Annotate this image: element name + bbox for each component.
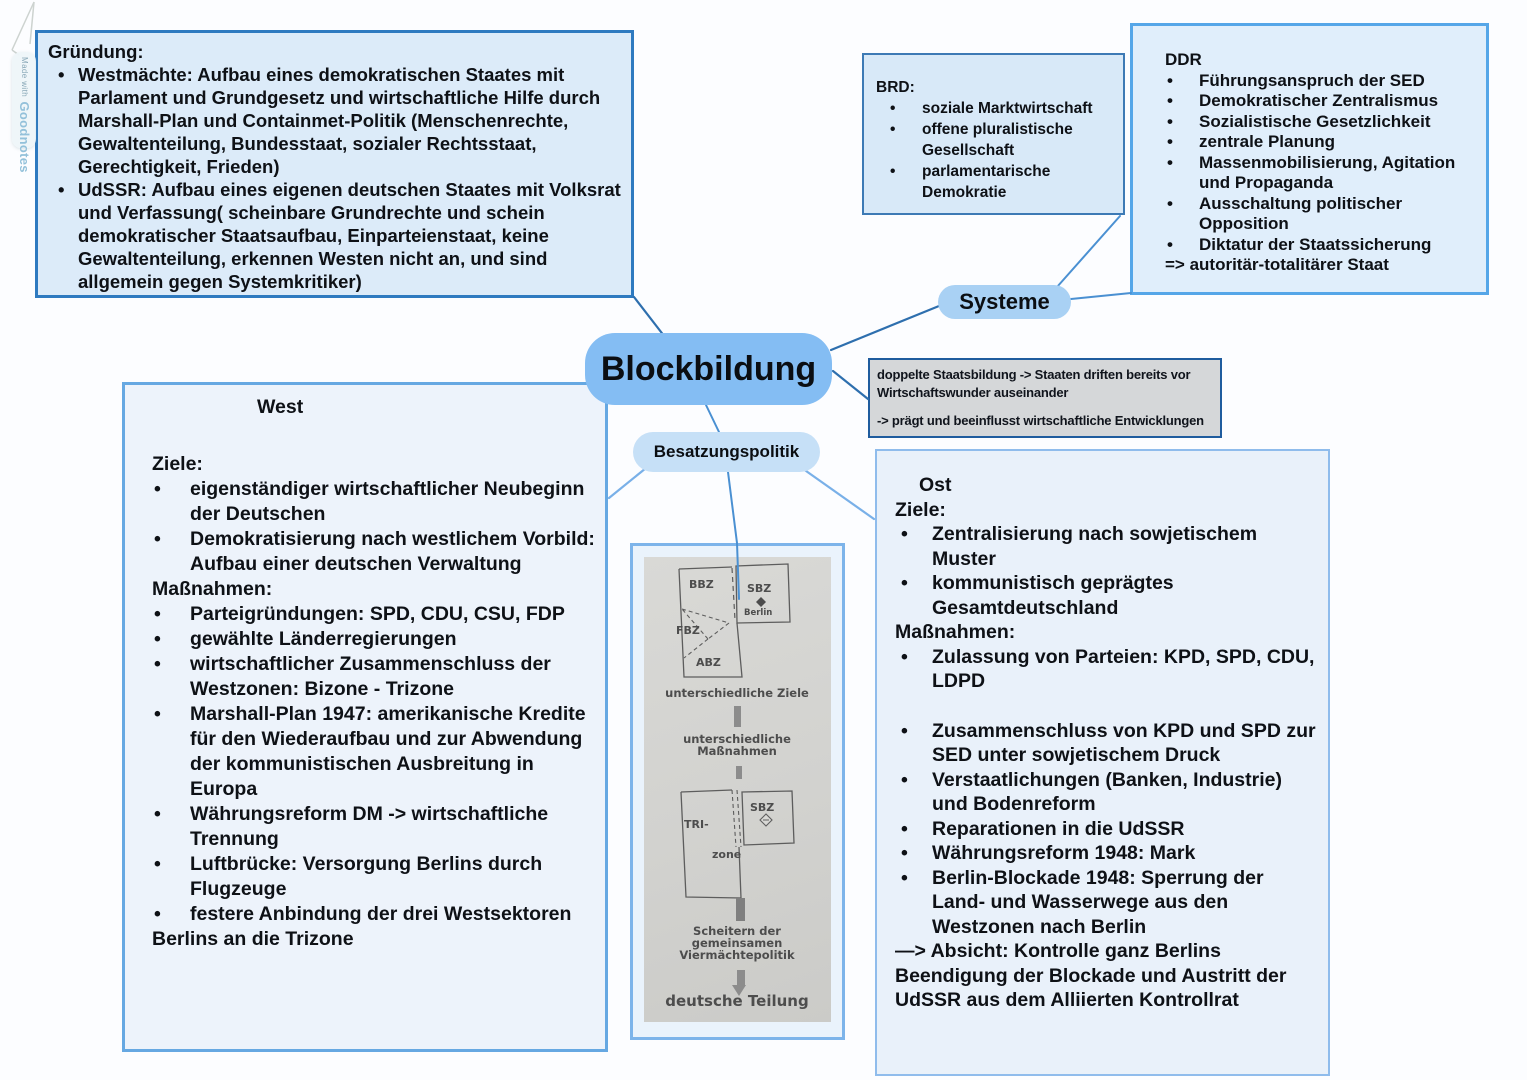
bullet-item: gewählte Länderregierungen <box>152 627 595 652</box>
bullet-item: Massenmobilisierung, Agitation und Propa… <box>1165 153 1480 194</box>
doppelte-staatsbildung-box: doppelte Staatsbildung -> Staaten drifte… <box>868 358 1222 438</box>
ost-footer-absicht: —> Absicht: Kontrolle ganz Berlins <box>895 940 1221 962</box>
bullet-item: Verstaatlichungen (Banken, Industrie) un… <box>895 768 1318 817</box>
zone-label-tri: TRI- <box>684 818 709 831</box>
west-massnahmen-label: Maßnahmen: <box>152 578 273 600</box>
caption-unterschiedliche-ziele: unterschiedliche Ziele <box>665 686 809 700</box>
berlin-diamond-icon <box>756 597 766 607</box>
node-systeme: Systeme <box>938 285 1071 319</box>
bullet-item: wirtschaftlicher Zusammenschluss der Wes… <box>152 652 595 702</box>
west-massnahmen-list: Parteigründungen: SPD, CDU, CSU, FDP gew… <box>152 602 595 927</box>
caption-unterschiedliche-massnahmen: unterschiedliche Maßnahmen <box>683 732 791 758</box>
ddr-box: DDR Führungsanspruch der SED Demokratisc… <box>1130 23 1489 295</box>
west-box: West Ziele: eigenständiger wirtschaftlic… <box>122 382 608 1052</box>
doppelte-line2: -> prägt und beeinflusst wirtschaftliche… <box>877 413 1204 428</box>
ost-title: Ost <box>919 474 952 496</box>
bullet-item: soziale Marktwirtschaft <box>876 98 1119 119</box>
ost-massnahmen-list: Zulassung von Parteien: KPD, SPD, CDU, L… <box>895 645 1318 940</box>
ost-massnahmen-label: Maßnahmen: <box>895 621 1016 643</box>
ddr-title: DDR <box>1165 50 1202 69</box>
watermark-brand: Goodnotes <box>17 101 32 173</box>
gruendung-box: Gründung: Westmächte: Aufbau eines demok… <box>35 30 634 298</box>
doppelte-line1: doppelte Staatsbildung -> Staaten drifte… <box>877 367 1191 400</box>
bullet-item: Zulassung von Parteien: KPD, SPD, CDU, L… <box>895 645 1318 694</box>
brd-box: BRD: soziale Marktwirtschaft offene plur… <box>862 53 1125 215</box>
watermark-made-with: Made with <box>20 57 29 98</box>
west-footer: Berlins an die Trizone <box>152 928 354 950</box>
west-ziele-label: Ziele: <box>152 453 203 475</box>
bullet-item: Zentralisierung nach sowjetischem Muster <box>895 522 1318 571</box>
down-arrow-icon <box>736 766 742 779</box>
bullet-item: Führungsanspruch der SED <box>1165 71 1480 92</box>
bullet-item: kommunistisch geprägtes Gesamtdeutschlan… <box>895 571 1318 620</box>
west-title: West <box>257 396 304 418</box>
node-besatzungspolitik: Besatzungspolitik <box>633 432 820 472</box>
bullet-item: Westmächte: Aufbau eines demokratischen … <box>48 63 623 178</box>
zone-label-fbz: FBZ <box>676 624 700 637</box>
zones-photo: BBZ SBZ Berlin FBZ ABZ unterschiedliche … <box>644 557 831 1022</box>
down-arrow-icon <box>736 898 745 921</box>
bullet-item: Zusammenschluss von KPD und SPD zur SED … <box>895 719 1318 768</box>
goodnotes-watermark: Made with Goodnotes <box>6 0 96 173</box>
bullet-item: Reparationen in die UdSSR <box>895 817 1318 842</box>
ost-ziele-label: Ziele: <box>895 498 946 521</box>
bullet-item: Marshall-Plan 1947: amerikanische Kredit… <box>152 702 595 802</box>
gruendung-title: Gründung: <box>48 41 144 62</box>
zone-label-berlin: Berlin <box>744 608 773 618</box>
bullet-item: Berlin-Blockade 1948: Sperrung der Land-… <box>895 866 1318 940</box>
ost-ziele-list: Zentralisierung nach sowjetischem Muster… <box>895 522 1318 620</box>
zone-label-sbz2: SBZ <box>750 801 775 814</box>
bullet-item: UdSSR: Aufbau eines eigenen deutschen St… <box>48 178 623 293</box>
bullet-item: festere Anbindung der drei Westsektoren <box>152 902 595 927</box>
bullet-item: Sozialistische Gesetzlichkeit <box>1165 112 1480 133</box>
ost-footer-beendigung: Beendigung der Blockade und Austritt der… <box>895 964 1287 1012</box>
bullet-item: zentrale Planung <box>1165 132 1480 153</box>
down-arrow-icon <box>737 970 745 985</box>
zone-label-abz: ABZ <box>696 656 721 669</box>
caption-deutsche-teilung: deutsche Teilung <box>665 992 809 1010</box>
bullet-item: Ausschaltung politischer Opposition <box>1165 194 1480 235</box>
brd-title: BRD: <box>876 79 915 96</box>
gruendung-list: Westmächte: Aufbau eines demokratischen … <box>48 63 623 293</box>
ddr-conclusion: => autoritär-totalitärer Staat <box>1165 255 1389 274</box>
west-ziele-list: eigenständiger wirtschaftlicher Neubegin… <box>152 477 595 577</box>
caption-scheitern: Scheitern der gemeinsamen Viermächtepoli… <box>679 924 795 962</box>
bullet-item: Parteigründungen: SPD, CDU, CSU, FDP <box>152 602 595 627</box>
bullet-item: eigenständiger wirtschaftlicher Neubegin… <box>152 477 595 527</box>
bullet-item: offene pluralistische Gesellschaft <box>876 119 1119 161</box>
bullet-item: Demokratisierung nach westlichem Vorbild… <box>152 527 595 577</box>
down-arrow-icon <box>734 706 741 727</box>
bullet-item: Demokratischer Zentralismus <box>1165 91 1480 112</box>
brd-list: soziale Marktwirtschaft offene pluralist… <box>876 98 1119 203</box>
node-blockbildung: Blockbildung <box>585 333 832 405</box>
zone-label-bbz: BBZ <box>689 578 714 591</box>
bullet-item: Währungsreform 1948: Mark <box>895 841 1318 866</box>
zone-map-sketch <box>678 563 795 996</box>
bullet-item: Luftbrücke: Versorgung Berlins durch Flu… <box>152 852 595 902</box>
watermark-pill: Made with Goodnotes <box>12 52 36 173</box>
bullet-item: Diktatur der Staatssicherung <box>1165 235 1480 256</box>
ost-box: Ost Ziele: Zentralisierung nach sowjetis… <box>875 449 1330 1076</box>
zones-image-box: BBZ SBZ Berlin FBZ ABZ unterschiedliche … <box>630 543 845 1040</box>
bullet-item: Währungsreform DM -> wirtschaftliche Tre… <box>152 802 595 852</box>
ddr-list: Führungsanspruch der SED Demokratischer … <box>1165 71 1480 256</box>
watermark-text: Made with Goodnotes <box>15 57 33 173</box>
bullet-item: parlamentarische Demokratie <box>876 161 1119 203</box>
zone-label-zone: zone <box>712 848 742 861</box>
zone-label-sbz: SBZ <box>747 582 772 595</box>
